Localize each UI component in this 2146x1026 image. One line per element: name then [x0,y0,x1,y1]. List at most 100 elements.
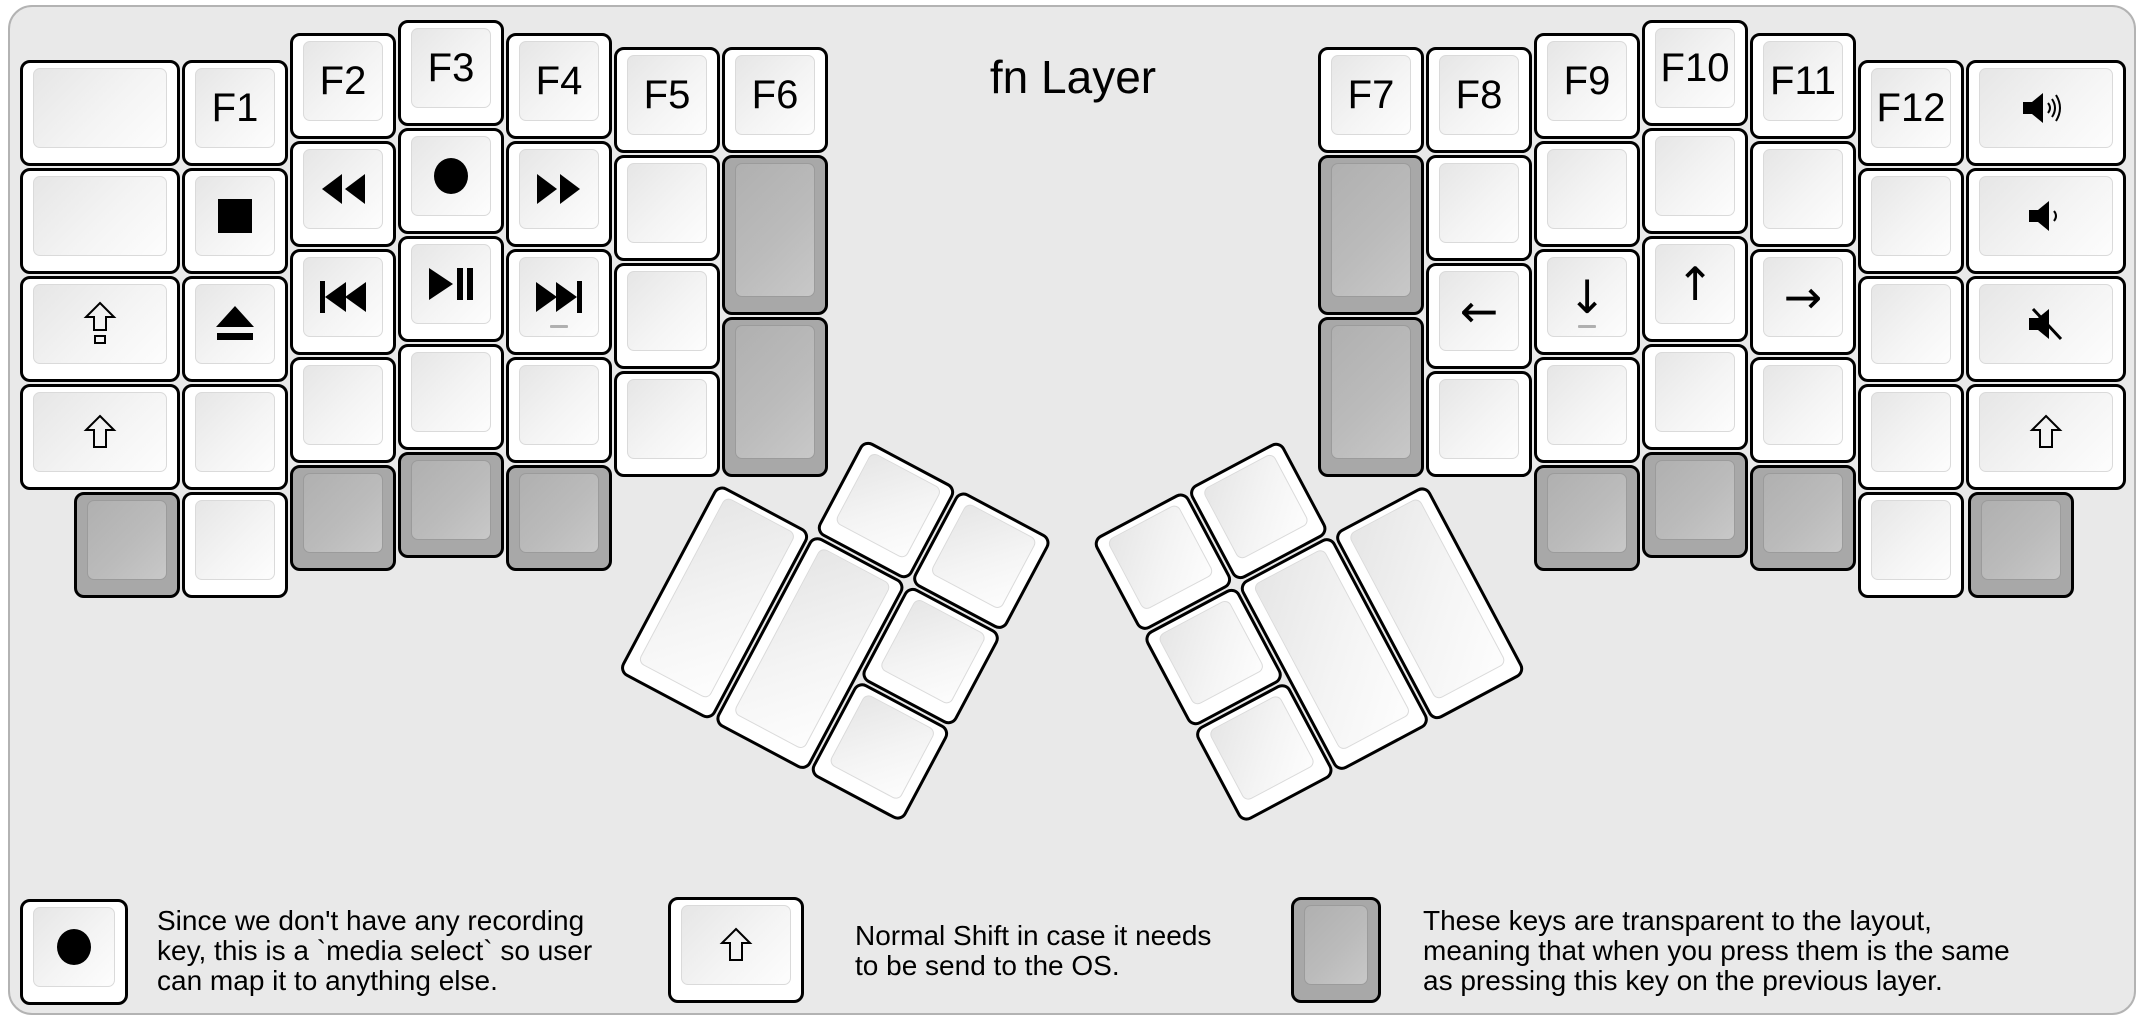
key-label: F7 [1347,72,1395,117]
key-transparent[interactable] [506,465,612,571]
key-f9[interactable]: F9 [1534,33,1640,139]
keycap-face: F8 [1439,55,1519,135]
key-shift[interactable] [20,384,180,490]
key-blank[interactable] [1858,168,1964,274]
key-blank[interactable] [506,357,612,463]
keycap-face [1655,136,1735,216]
key-volume-up[interactable] [1966,60,2126,166]
arrow-down-icon: ↓ [1567,270,1607,324]
key-transparent[interactable] [74,492,180,598]
key-f11[interactable]: F11 [1750,33,1856,139]
key-arrow-right[interactable]: → [1750,249,1856,355]
key-eject[interactable] [182,276,288,382]
key-f1[interactable]: F1 [182,60,288,166]
keycap-face [303,473,383,553]
key-shift[interactable] [1966,384,2126,490]
key-fast-forward[interactable] [506,141,612,247]
prev-track-icon [320,281,366,313]
keycap-face: ← [1439,271,1519,351]
key-blank[interactable] [290,357,396,463]
keycap-face [1763,473,1843,553]
key-transparent[interactable] [1642,452,1748,558]
key-f8[interactable]: F8 [1426,47,1532,153]
key-transparent[interactable] [290,465,396,571]
key-transparent[interactable] [1318,155,1424,315]
key-blank[interactable] [614,371,720,477]
key-transparent[interactable] [722,155,828,315]
legend-note-line: can map it to anything else. [157,965,498,996]
key-f7[interactable]: F7 [1318,47,1424,153]
key-blank[interactable] [20,168,180,274]
keycap-face [1871,176,1951,256]
keycap-face [1871,392,1951,472]
arrow-left-icon: ← [1459,284,1499,338]
legend-note-line: as pressing this key on the previous lay… [1423,965,1943,996]
keycap-face [1304,905,1368,985]
key-caps-lock[interactable] [20,276,180,382]
keycap-face: F5 [627,55,707,135]
legend-note-line: meaning that when you press them is the … [1423,935,2010,966]
key-blank[interactable] [1642,128,1748,234]
key-transparent[interactable] [1534,465,1640,571]
key-blank[interactable] [1750,141,1856,247]
key-transparent[interactable] [1750,465,1856,571]
key-transparent[interactable] [1318,317,1424,477]
key-transparent[interactable] [1968,492,2074,598]
key-label: F1 [211,85,259,130]
key-blank[interactable] [398,344,504,450]
keycap-face: F11 [1763,41,1843,121]
key-blank[interactable] [1534,141,1640,247]
key-blank[interactable] [614,263,720,369]
key-f6[interactable]: F6 [722,47,828,153]
key-volume-mute[interactable] [1966,276,2126,382]
key-blank[interactable] [20,60,180,166]
keycap-face [411,244,491,324]
legend-note: These keys are transparent to the layout… [1423,906,2010,996]
keycap-face [195,500,275,580]
key-f4[interactable]: F4 [506,33,612,139]
keycap-face [303,365,383,445]
keycap-face [195,284,275,364]
key-arrow-up[interactable]: ↑ [1642,236,1748,342]
key-f5[interactable]: F5 [614,47,720,153]
keycap-face [519,149,599,229]
keycap-face [33,284,167,364]
key-play-pause[interactable] [398,236,504,342]
key-blank[interactable] [182,384,288,490]
key-transparent[interactable] [398,452,504,558]
key-rewind[interactable] [290,141,396,247]
homing-dash [1578,325,1596,328]
key-prev-track[interactable] [290,249,396,355]
key-label: F11 [1770,58,1836,103]
key-blank[interactable] [614,155,720,261]
keycap-face [519,473,599,553]
key-f2[interactable]: F2 [290,33,396,139]
key-f10[interactable]: F10 [1642,20,1748,126]
key-blank[interactable] [1750,357,1856,463]
rewind-icon [321,174,365,204]
key-f3[interactable]: F3 [398,20,504,126]
keycap-face [735,325,815,459]
keycap-face: → [1763,257,1843,337]
volume-mute-icon [2021,305,2071,343]
key-stop[interactable] [182,168,288,274]
key-blank[interactable] [1858,276,1964,382]
page-title: fn Layer [989,51,1157,103]
key-blank[interactable] [1534,357,1640,463]
key-arrow-down[interactable]: ↓ [1534,249,1640,355]
key-blank[interactable] [1858,492,1964,598]
key-volume-down[interactable] [1966,168,2126,274]
key-blank[interactable] [1858,384,1964,490]
key-blank[interactable] [182,492,288,598]
key-next-track[interactable] [506,249,612,355]
key-blank[interactable] [1642,344,1748,450]
key-blank[interactable] [1426,155,1532,261]
key-blank[interactable] [1426,371,1532,477]
key-arrow-left[interactable]: ← [1426,263,1532,369]
key-f12[interactable]: F12 [1858,60,1964,166]
keycap-face [1763,149,1843,229]
key-record[interactable] [398,128,504,234]
arrow-down-icon: ↓ [1568,274,1607,320]
keycap-face [1871,284,1951,364]
key-transparent[interactable] [722,317,828,477]
